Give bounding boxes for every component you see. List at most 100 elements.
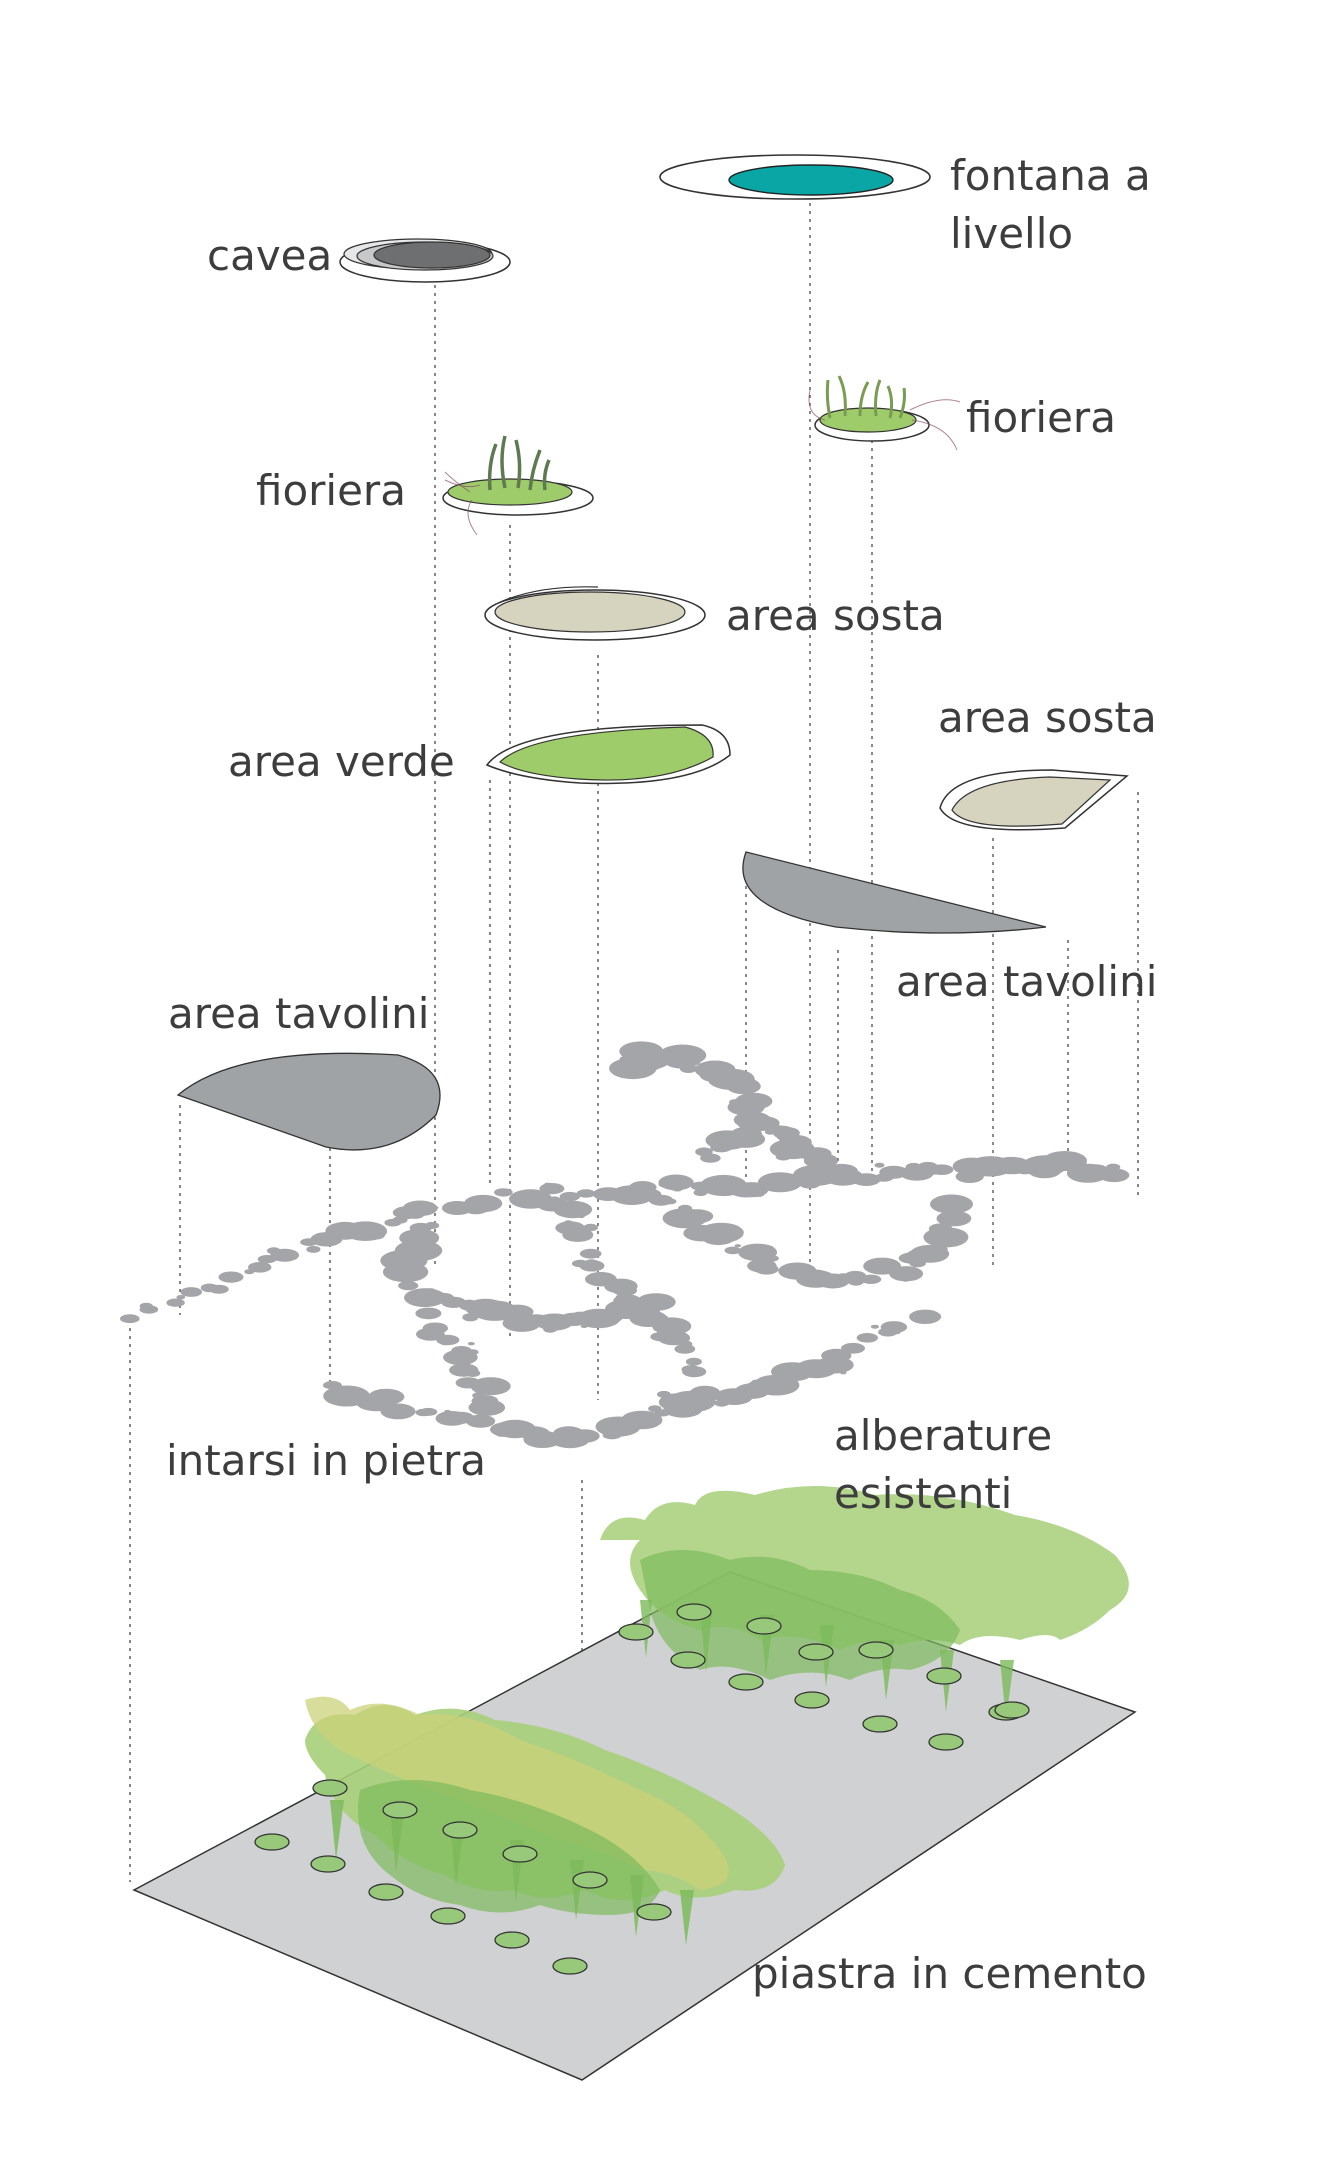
label-alberature-line2: esistenti xyxy=(834,1469,1012,1518)
stone xyxy=(405,1210,425,1219)
stone xyxy=(569,1429,600,1443)
fioriera-left-element xyxy=(442,435,594,536)
stone xyxy=(544,1182,551,1187)
stone xyxy=(467,1342,475,1346)
stone xyxy=(166,1298,185,1307)
stone xyxy=(658,1174,694,1191)
stone xyxy=(421,1309,439,1318)
label-alberature-line1: alberature xyxy=(834,1411,1052,1460)
tree-pit xyxy=(368,1883,404,1901)
stone xyxy=(636,1293,676,1311)
stone xyxy=(719,1392,727,1396)
stone xyxy=(380,1403,416,1420)
stone xyxy=(933,1315,942,1320)
stone xyxy=(754,1263,779,1275)
stone xyxy=(757,1172,803,1193)
tree-pit xyxy=(676,1603,712,1621)
stone xyxy=(609,1057,657,1080)
stone xyxy=(398,1281,419,1291)
stone xyxy=(523,1430,562,1448)
stone xyxy=(1000,1159,1014,1167)
stone xyxy=(745,1117,776,1131)
stone xyxy=(306,1245,321,1253)
stone xyxy=(735,1092,773,1110)
stone xyxy=(695,1147,713,1157)
stone xyxy=(470,1377,511,1396)
label-area-tavolini-right: area tavolini xyxy=(896,957,1157,1006)
stone xyxy=(1098,1168,1130,1183)
stone xyxy=(679,1064,698,1073)
stone xyxy=(180,1287,202,1297)
label-fioriera-right: fioriera xyxy=(966,393,1116,442)
tree-pit xyxy=(254,1833,290,1851)
stone xyxy=(486,1406,502,1415)
label-area-tavolini-left: area tavolini xyxy=(168,989,429,1038)
stone xyxy=(674,1344,696,1354)
label-piastra: piastra in cemento xyxy=(752,1949,1147,1998)
stone xyxy=(841,1342,865,1354)
stone xyxy=(957,1232,968,1238)
stone xyxy=(444,1409,451,1414)
stone xyxy=(368,1388,405,1405)
stone xyxy=(508,1317,524,1325)
stone xyxy=(857,1176,866,1181)
stone xyxy=(585,1259,598,1266)
stone xyxy=(803,1153,839,1169)
stone xyxy=(936,1210,972,1227)
stone xyxy=(176,1295,186,1300)
label-area-verde: area verde xyxy=(228,737,455,786)
tree-pit xyxy=(670,1651,706,1669)
stone xyxy=(776,1365,792,1374)
stone xyxy=(244,1269,255,1275)
intarsi-stone-pattern xyxy=(120,1041,1130,1449)
stone xyxy=(672,1186,683,1192)
stone xyxy=(690,1385,720,1400)
stone xyxy=(747,1132,758,1138)
stone xyxy=(699,1062,722,1072)
stone xyxy=(761,1245,775,1252)
stone xyxy=(775,1152,792,1161)
stone xyxy=(712,1144,725,1151)
stone xyxy=(612,1285,638,1296)
tree-pit xyxy=(430,1907,466,1925)
stone xyxy=(880,1321,908,1334)
stone xyxy=(577,1214,585,1219)
stone xyxy=(468,1399,506,1416)
stone xyxy=(772,1180,780,1184)
area-sosta-right-element xyxy=(939,769,1129,831)
stone xyxy=(682,1366,707,1378)
stone xyxy=(821,1348,852,1363)
tree-pit xyxy=(382,1801,418,1819)
stone xyxy=(581,1190,590,1194)
tree-pit xyxy=(494,1931,530,1949)
stone xyxy=(753,1191,765,1197)
stone xyxy=(562,1428,569,1432)
stone xyxy=(549,1196,561,1202)
tree-pit xyxy=(858,1641,894,1659)
stone xyxy=(669,1214,685,1223)
label-fioriera-left: fioriera xyxy=(256,466,406,515)
tree-pit xyxy=(798,1643,834,1661)
label-area-sosta-right: area sosta xyxy=(938,693,1157,742)
stone xyxy=(465,1369,481,1377)
tree-pit xyxy=(728,1673,764,1691)
label-fontana-line2: livello xyxy=(950,209,1073,258)
area-verde-element xyxy=(485,724,731,785)
tree-pit xyxy=(502,1845,538,1863)
stone xyxy=(650,1332,668,1342)
stone xyxy=(720,1065,728,1070)
label-area-sosta-center: area sosta xyxy=(726,591,945,640)
stone xyxy=(1034,1167,1052,1176)
stone xyxy=(543,1325,558,1333)
stone xyxy=(120,1314,140,1324)
stone xyxy=(416,1327,445,1341)
stone xyxy=(392,1216,408,1224)
stone xyxy=(840,1371,847,1375)
stone xyxy=(702,1230,735,1246)
stone xyxy=(539,1183,565,1195)
stone xyxy=(646,1294,656,1300)
stone xyxy=(716,1069,723,1073)
fountain-water xyxy=(728,164,894,196)
stone xyxy=(218,1271,244,1283)
stone xyxy=(580,1324,588,1328)
